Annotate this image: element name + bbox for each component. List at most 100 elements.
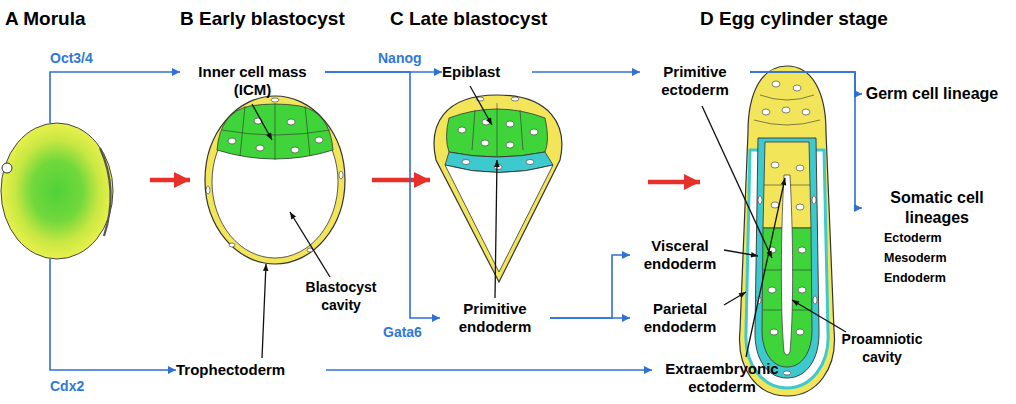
nucleus — [762, 109, 770, 115]
germ-layer-name: Mesoderm — [862, 248, 1012, 268]
nucleus — [796, 329, 804, 335]
nucleus — [802, 109, 810, 115]
nucleus — [526, 160, 534, 165]
nucleus — [783, 371, 791, 375]
nucleus — [206, 186, 210, 194]
cell-nuclei — [757, 81, 817, 375]
stage-illustration: B Early blastocyst — [190, 96, 372, 264]
leader-line — [470, 86, 492, 125]
nucleus — [271, 98, 279, 102]
stage-illustration: A Morula — [0, 123, 150, 259]
stage-illustration: C Late blastocyst — [430, 95, 648, 282]
nucleus — [758, 196, 762, 204]
polar-body — [2, 163, 12, 173]
lineage-term: Somatic cell lineagesEctodermMesodermEnd… — [862, 188, 1012, 288]
lineage-arrow — [750, 72, 862, 94]
nucleus — [771, 162, 779, 168]
egg-cylinder-illustration — [740, 66, 835, 396]
lineage-arrow — [750, 72, 862, 208]
lineage-arrow — [325, 71, 442, 73]
cell-borders — [472, 103, 523, 156]
nucleus — [796, 165, 804, 171]
lineage-arrow — [532, 71, 640, 73]
nucleus — [229, 243, 235, 247]
trophectoderm-wall — [434, 95, 562, 282]
nucleus — [770, 329, 778, 335]
inner-cell-mass — [217, 104, 333, 159]
lineage-term: Extraembryonic ectoderm — [652, 360, 792, 396]
nucleus — [315, 137, 323, 143]
stage-arrow — [372, 178, 430, 183]
lineage-name: Primitive endoderm — [440, 300, 550, 336]
lineage-term: Visceral endoderm — [630, 237, 730, 273]
leader-line — [746, 178, 785, 357]
nucleus — [771, 202, 779, 208]
lineage-term: Germ cell lineage — [862, 84, 1002, 104]
nucleus — [506, 142, 514, 148]
lineage-name: Parietal endoderm — [630, 300, 730, 336]
stage-arrow — [150, 178, 190, 183]
lineage-name: Germ cell lineage — [862, 84, 1002, 104]
leader-line — [252, 104, 272, 140]
leader-line — [495, 160, 497, 298]
nucleus — [339, 171, 343, 179]
stage-arrow — [648, 180, 700, 185]
trophectoderm-wall — [205, 96, 345, 264]
lineage-name: Inner cell mass (ICM) — [180, 63, 325, 99]
proamniotic-cavity — [781, 175, 792, 355]
cavity-label: Blastocyst cavity — [295, 278, 387, 314]
visceral-endoderm-layer — [755, 138, 819, 378]
lineage-name: Visceral endoderm — [630, 237, 730, 273]
nucleus — [782, 107, 790, 113]
nucleus — [462, 160, 470, 165]
cavity-label: Proamniotic cavity — [830, 330, 934, 366]
late-blastocyst-illustration — [434, 95, 562, 282]
connector-group — [50, 72, 862, 370]
nucleus — [256, 145, 264, 151]
lineage-term: Parietal endoderm — [630, 300, 730, 336]
lineage-arrow — [50, 72, 180, 123]
leader-line — [724, 292, 746, 305]
leader-line — [702, 106, 772, 258]
nucleus — [530, 129, 538, 135]
germ-layer-name: Endoderm — [862, 268, 1012, 288]
nucleus — [798, 287, 806, 293]
early-blastocyst-illustration — [205, 96, 345, 264]
nucleus — [494, 165, 502, 170]
lineage-arrow — [326, 369, 652, 371]
nucleus — [813, 296, 817, 304]
nucleus — [506, 121, 514, 127]
lineage-arrow — [325, 72, 440, 318]
lineage-term: Trophectoderm — [176, 361, 326, 379]
cell-borders — [222, 103, 330, 160]
nucleus — [287, 119, 295, 125]
gene-label: Cdx2 — [50, 378, 84, 395]
stage-heading: B Early blastocyst — [180, 8, 345, 30]
leader-lines — [252, 86, 846, 358]
leader-line — [262, 264, 266, 358]
leader-line — [724, 250, 758, 256]
nucleus — [481, 140, 489, 146]
nucleus — [291, 147, 299, 153]
leader-line — [290, 212, 330, 277]
cell-nuclei — [458, 97, 538, 170]
lineage-arrow — [550, 255, 630, 318]
nucleus — [228, 138, 236, 144]
nucleus — [772, 81, 780, 87]
stage-heading: A Morula — [5, 8, 86, 30]
gene-label: Nanog — [378, 50, 422, 67]
lineage-name: Primitive ectoderm — [640, 63, 750, 99]
nucleus — [511, 97, 519, 101]
nucleus — [458, 127, 466, 133]
gene-label: Gata6 — [383, 324, 422, 341]
stage-illustration: D Egg cylinder stage — [700, 65, 838, 396]
nucleus — [768, 287, 776, 293]
morula-illustration — [1, 123, 113, 259]
nucleus — [796, 204, 804, 210]
lineage-name: Extraembryonic ectoderm — [652, 360, 792, 396]
lineage-name: Trophectoderm — [176, 361, 326, 379]
lineage-term: Epiblast — [442, 63, 532, 81]
stage-heading: D Egg cylinder stage — [700, 8, 888, 30]
lineage-term: Inner cell mass (ICM) — [180, 63, 325, 99]
